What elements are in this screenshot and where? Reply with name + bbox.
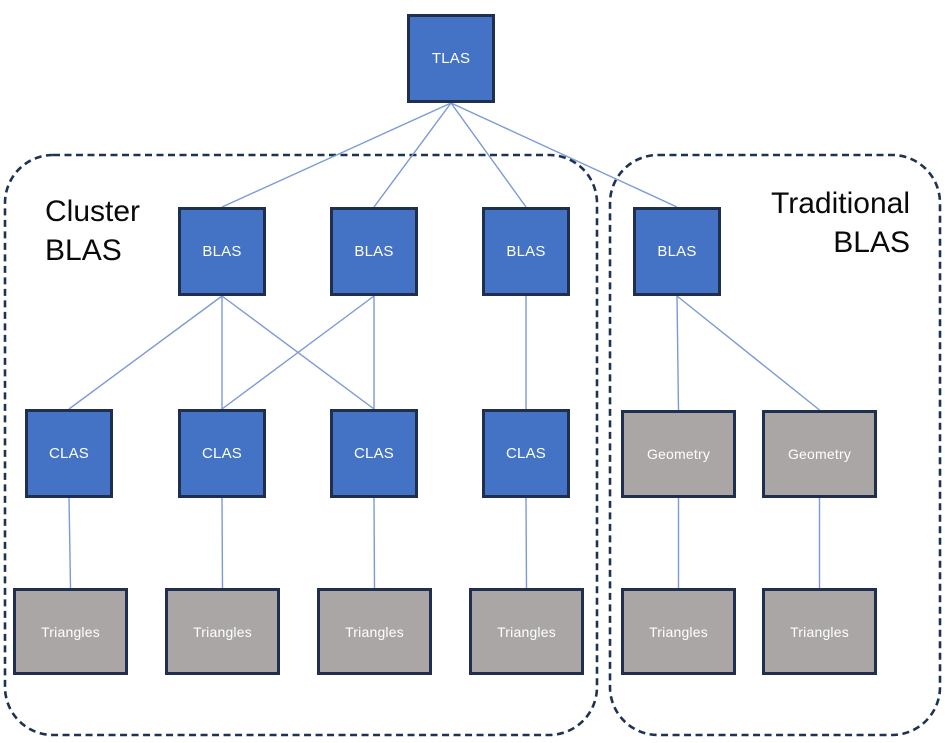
node-blas1: BLAS: [178, 207, 266, 296]
node-geo1: Geometry: [621, 410, 736, 498]
connector-clas3-tri3: [373, 497, 376, 589]
node-clas4: CLAS: [482, 409, 570, 498]
node-blas2: BLAS: [330, 207, 418, 296]
connector-blas4-geo1: [676, 295, 680, 411]
node-clas1: CLAS: [25, 409, 113, 498]
node-tlas: TLAS: [407, 14, 495, 103]
node-clas2: CLAS: [178, 409, 266, 498]
connector-clas1-tri1: [68, 497, 72, 589]
node-tri4: Triangles: [469, 588, 584, 675]
connector-blas2-clas2: [221, 295, 375, 410]
connector-tlas-blas2: [373, 102, 452, 208]
traditional-blas-group-label: Traditional BLAS: [771, 187, 910, 259]
connector-blas1-clas1: [68, 295, 223, 410]
connector-clas4-tri4: [525, 497, 528, 589]
node-tri5: Triangles: [621, 588, 736, 675]
connector-blas4-geo2: [676, 295, 820, 411]
node-tri1: Triangles: [13, 588, 128, 675]
node-tri6: Triangles: [762, 588, 877, 675]
cluster-blas-container: [3, 153, 599, 737]
connector-tlas-blas1: [221, 102, 452, 208]
node-clas3: CLAS: [330, 409, 418, 498]
connector-tlas-blas3: [450, 102, 527, 208]
node-blas3: BLAS: [482, 207, 570, 296]
cluster-blas-group-label: Cluster BLAS: [45, 195, 141, 267]
traditional-blas-container: [608, 153, 942, 737]
node-geo2: Geometry: [762, 410, 877, 498]
node-blas4: BLAS: [633, 207, 721, 296]
node-tri2: Triangles: [165, 588, 280, 675]
connector-clas2-tri2: [221, 497, 224, 589]
connector-tlas-blas4: [450, 102, 678, 208]
node-tri3: Triangles: [317, 588, 432, 675]
